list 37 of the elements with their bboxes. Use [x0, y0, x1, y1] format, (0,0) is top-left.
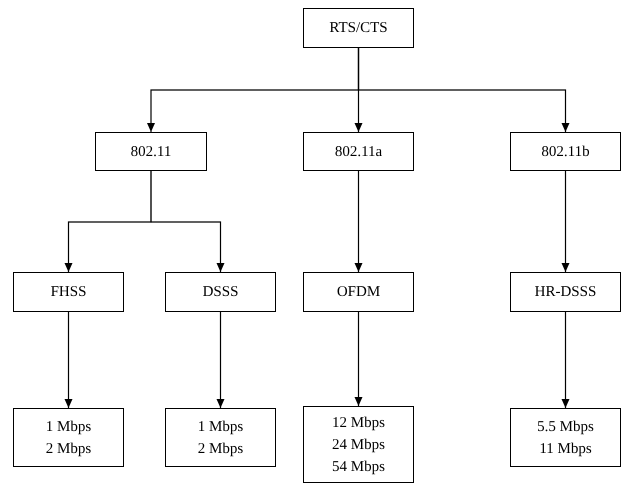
arrow [64, 312, 72, 408]
box-label: 802.11 [130, 142, 172, 162]
process-box [165, 272, 276, 312]
process-box [95, 132, 207, 171]
box-label: 24 Mbps [332, 436, 385, 454]
arrow [562, 312, 570, 408]
box-label: 1 Mbps [198, 418, 244, 436]
process-box [303, 272, 414, 312]
process-box [303, 132, 414, 171]
arrow [216, 312, 224, 408]
arrow [358, 48, 570, 132]
box-label: DSSS [202, 283, 238, 302]
box-label: OFDM [336, 283, 380, 302]
box-label: 11 Mbps [539, 440, 592, 458]
process-box [303, 8, 414, 48]
process-box [510, 132, 621, 171]
process-box [13, 408, 124, 467]
arrow [562, 171, 570, 272]
arrow [150, 171, 224, 272]
box-label: 2 Mbps [46, 440, 92, 458]
process-box [13, 272, 124, 312]
process-box [510, 272, 621, 312]
process-box [510, 408, 621, 467]
box-label: 12 Mbps [332, 414, 385, 432]
box-label: 1 Mbps [46, 418, 92, 436]
box-label: 5.5 Mbps [537, 418, 594, 436]
box-label: 54 Mbps [332, 458, 385, 476]
arrow [354, 171, 362, 272]
box-label: HR-DSSS [534, 283, 596, 302]
box-label: 802.11b [541, 142, 590, 162]
arrow [354, 312, 362, 406]
process-box [165, 408, 276, 467]
box-label: 802.11a [334, 142, 382, 162]
box-label: RTS/CTS [329, 19, 388, 38]
process-box [303, 406, 414, 483]
box-label: 2 Mbps [198, 440, 244, 458]
box-label: FHSS [50, 283, 86, 302]
